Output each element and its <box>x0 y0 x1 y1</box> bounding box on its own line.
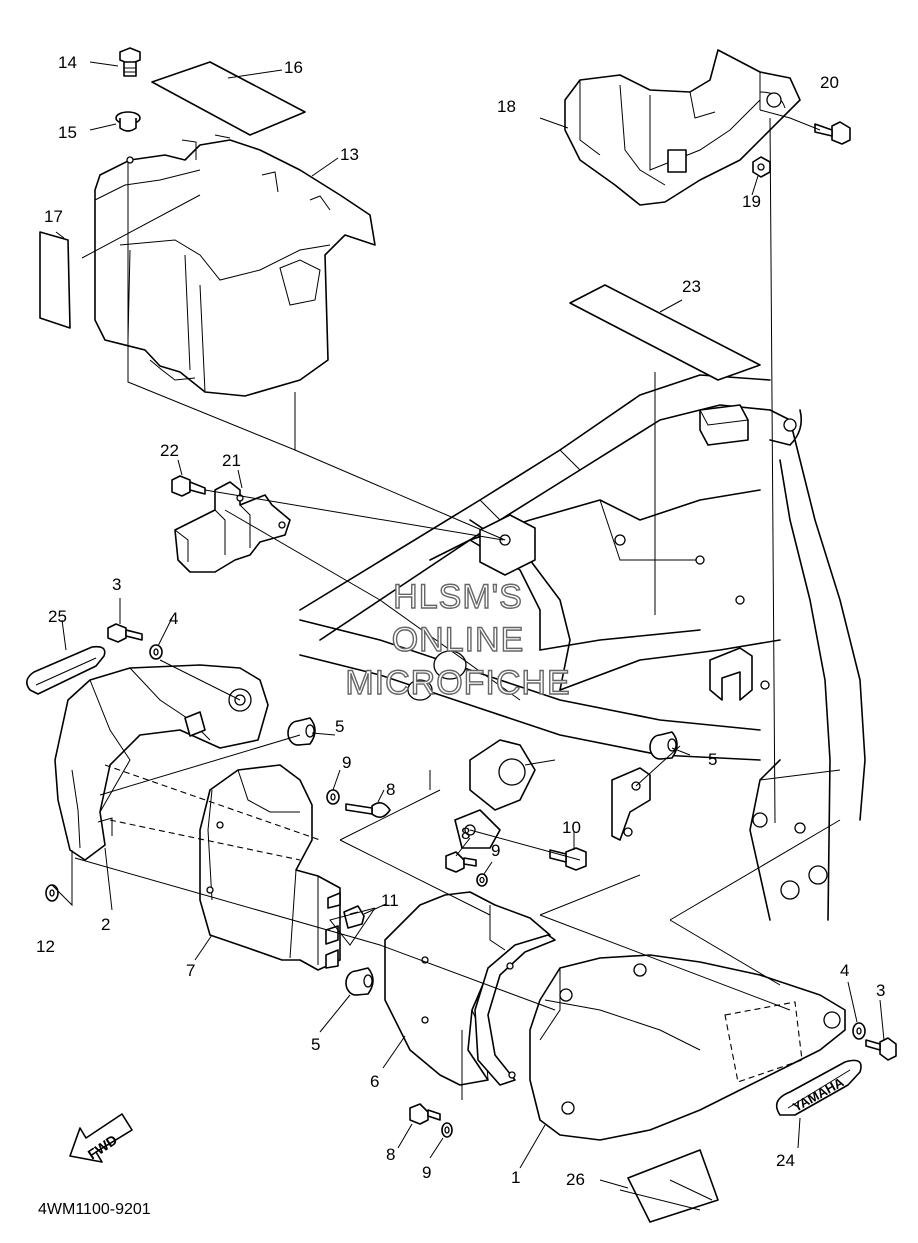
bracket-21 <box>174 481 291 573</box>
washer-9c <box>441 1122 453 1138</box>
callout-5a: 5 <box>335 717 344 736</box>
callout-9a: 9 <box>342 753 351 772</box>
callout-18: 18 <box>497 97 516 116</box>
callout-20: 20 <box>820 73 839 92</box>
callout-8b: 8 <box>461 824 470 843</box>
bolt-10 <box>549 847 587 871</box>
callout-15: 15 <box>58 123 77 142</box>
battery-box <box>94 134 376 397</box>
label-26 <box>627 1149 719 1223</box>
watermark-line-3: MICROFICHE <box>345 664 570 702</box>
pad-23 <box>569 284 761 381</box>
fwd-arrow-icon: FWD <box>69 1113 133 1163</box>
watermark-line-2: ONLINE <box>392 621 525 659</box>
pad-17 <box>39 231 71 329</box>
callout-9b: 9 <box>491 841 500 860</box>
grommet-5c <box>649 731 678 760</box>
callout-7: 7 <box>186 961 195 980</box>
watermark: HLSM'S ONLINE MICROFICHE <box>345 577 571 702</box>
callout-24: 24 <box>776 1151 795 1170</box>
callout-26: 26 <box>566 1170 585 1189</box>
callout-5c: 5 <box>708 750 717 769</box>
washer-12 <box>45 884 59 902</box>
callout-labels: 14 15 16 13 17 18 20 19 23 22 21 3 4 25 … <box>36 53 885 1189</box>
callout-4a: 4 <box>169 609 178 628</box>
grommet-5b <box>345 967 374 996</box>
bolt-22 <box>171 475 206 497</box>
side-cover-7 <box>199 764 341 971</box>
callout-1: 1 <box>511 1168 520 1187</box>
emblem-24: YAMAHA <box>775 1059 862 1116</box>
callout-14: 14 <box>58 53 77 72</box>
frame-structure <box>299 374 866 921</box>
callout-12: 12 <box>36 937 55 956</box>
callout-3a: 3 <box>112 575 121 594</box>
callout-5b: 5 <box>311 1035 320 1054</box>
callout-2: 2 <box>101 915 110 934</box>
callout-25: 25 <box>48 607 67 626</box>
watermark-line-1: HLSM'S <box>393 578 523 616</box>
callout-23: 23 <box>682 277 701 296</box>
screw-8a <box>345 802 391 818</box>
washer-9b <box>476 873 488 887</box>
callout-3b: 3 <box>876 981 885 1000</box>
callout-21: 21 <box>222 451 241 470</box>
clip-11 <box>343 905 365 929</box>
callout-9c: 9 <box>422 1163 431 1182</box>
callout-8a: 8 <box>386 780 395 799</box>
emblem-25 <box>26 645 106 695</box>
callout-8c: 8 <box>386 1145 395 1164</box>
callout-13: 13 <box>340 145 359 164</box>
callout-19: 19 <box>742 192 761 211</box>
bolt-3b <box>865 1037 897 1061</box>
bolt-14 <box>119 47 141 77</box>
grommet-15 <box>115 111 141 132</box>
washer-9a <box>326 789 340 805</box>
washer-4b <box>852 1022 866 1040</box>
nut-19 <box>752 156 771 178</box>
grommet-5a <box>287 717 316 746</box>
pad-16 <box>151 61 306 136</box>
screw-8b <box>445 851 477 873</box>
callout-6: 6 <box>370 1072 379 1091</box>
callout-11: 11 <box>381 891 399 910</box>
screw-8c <box>409 1103 441 1125</box>
callout-22: 22 <box>160 441 179 460</box>
side-cover-2 <box>54 664 269 861</box>
callout-10: 10 <box>562 818 581 837</box>
washer-4a <box>149 644 163 660</box>
callout-16: 16 <box>284 58 303 77</box>
side-cover-6 <box>384 891 556 1086</box>
callout-4b: 4 <box>840 961 849 980</box>
assembly-lines <box>51 61 885 1211</box>
diagram-code: 4WM1100-9201 <box>38 1201 151 1218</box>
bracket-18 <box>564 49 801 206</box>
bolt-20 <box>814 121 851 145</box>
bolt-3a <box>107 623 143 643</box>
callout-17: 17 <box>44 207 63 226</box>
